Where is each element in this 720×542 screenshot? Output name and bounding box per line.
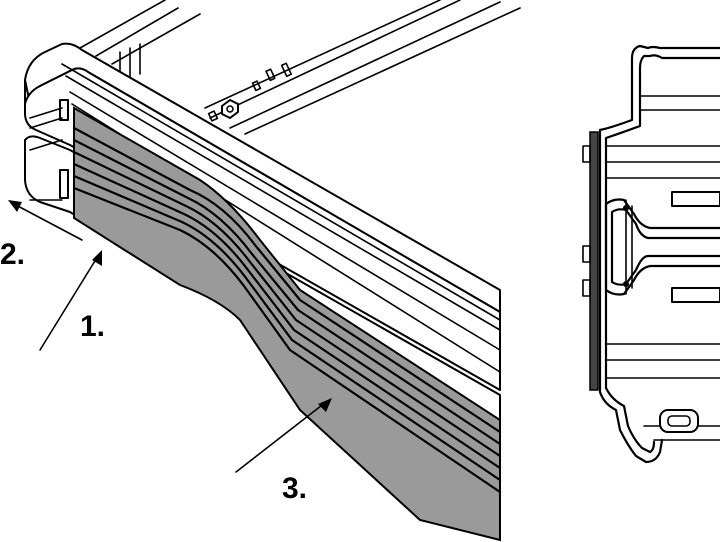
profile-cross-section <box>582 44 720 464</box>
arrow-1-icon <box>39 250 102 351</box>
step-label-2: 2. <box>0 238 25 271</box>
side-panel <box>72 106 502 542</box>
bolt-icon <box>221 99 239 119</box>
step-label-3: 3. <box>282 472 307 505</box>
arrow-3-icon <box>235 398 332 473</box>
drawer-frame <box>79 0 521 135</box>
step-label-1: 1. <box>80 310 105 343</box>
arrow-2-icon <box>8 200 83 241</box>
